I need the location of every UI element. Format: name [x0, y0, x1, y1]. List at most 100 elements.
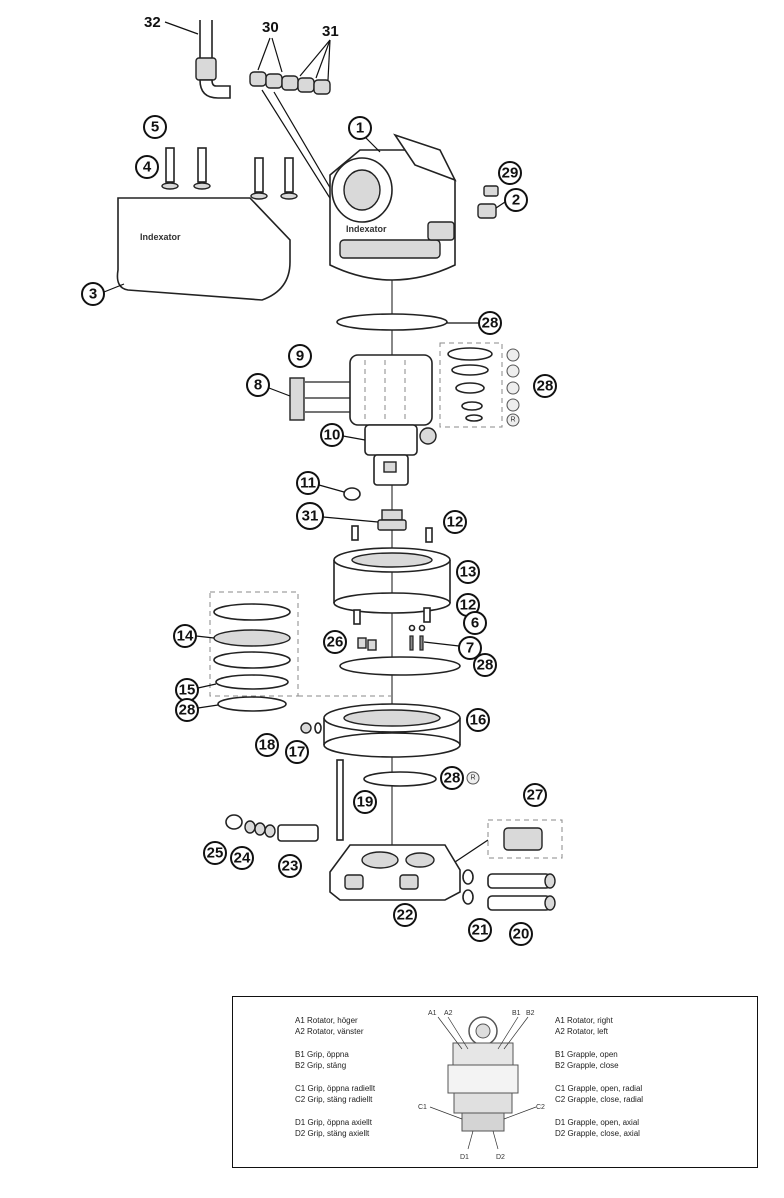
leader-7 — [423, 641, 460, 647]
plugs-26-part — [357, 637, 377, 651]
callout-27-circle — [523, 783, 547, 807]
callout-10-circle — [320, 423, 344, 447]
callout-13-circle — [456, 560, 480, 584]
bolts-part — [161, 147, 298, 200]
legend-group: C1 Grapple, open, radial C2 Grapple, clo… — [555, 1083, 643, 1105]
port-label-c1: C1 — [418, 1104, 427, 1111]
legend-line: D1 Grip, öppna axiellt — [295, 1118, 372, 1127]
callout-18: 18 — [259, 737, 276, 754]
callout-23: 23 — [282, 858, 299, 875]
oring-28-middle-part — [339, 656, 461, 676]
pins-6-7-part — [408, 624, 426, 651]
port-label-b2-top: B2 — [526, 1010, 535, 1017]
port-label-a1: A1 — [428, 1010, 437, 1017]
rotator-port-mini-diagram: A1 A2 B1 B2 C1 C2 D1 D2 — [418, 1010, 545, 1161]
legend-line: A1 Rotator, right — [555, 1016, 613, 1025]
callout-24: 24 — [234, 850, 251, 867]
cartridge-23-part — [225, 814, 319, 842]
callout-24-circle — [230, 846, 254, 870]
legend-line: B1 Grip, öppna — [295, 1050, 349, 1059]
legend-swedish: A1 Rotator, höger A2 Rotator, vänster B1… — [295, 1015, 375, 1151]
cover-part: Indexator — [116, 197, 291, 301]
callout-28-circle-4 — [175, 698, 199, 722]
washers-21-part — [462, 869, 474, 905]
callout-21: 21 — [472, 922, 489, 939]
callout-32: 32 — [144, 14, 161, 31]
rotator-housing-part: Indexator — [329, 133, 457, 281]
callout-31-lower: 31 — [302, 508, 319, 525]
legend-line: C2 Grapple, close, radial — [555, 1095, 644, 1104]
legend-line: C1 Grip, öppna radiellt — [295, 1084, 376, 1093]
callout-4: 4 — [143, 159, 152, 176]
legend-line: A2 Rotator, vänster — [295, 1027, 364, 1036]
callout-20: 20 — [513, 926, 530, 943]
badge-r-bottom-text: R — [470, 775, 475, 782]
callout-28-circle-5 — [440, 766, 464, 790]
callout-28-circle-3 — [473, 653, 497, 677]
oring-28-bottom-part — [363, 771, 437, 787]
plug-18-part — [300, 722, 312, 734]
leader-27 — [454, 839, 489, 863]
callout-23-circle — [278, 854, 302, 878]
callout-1-circle — [348, 116, 372, 140]
port-legend-box: A1 Rotator, höger A2 Rotator, vänster B1… — [232, 996, 758, 1168]
callout-5: 5 — [151, 119, 159, 136]
springs-9-part — [305, 381, 350, 413]
callout-26: 26 — [327, 634, 344, 651]
callout-16-circle — [466, 708, 490, 732]
callout-28-2: 28 — [537, 378, 554, 395]
callout-28-3: 28 — [477, 657, 494, 674]
legend-line: B2 Grip, stäng — [295, 1061, 347, 1070]
swivel-part — [349, 354, 437, 486]
port-label-d1: D1 — [460, 1154, 469, 1161]
callout-8: 8 — [254, 377, 262, 394]
nipple-31-part — [377, 509, 407, 531]
legend-group: A1 Rotator, right A2 Rotator, left — [555, 1015, 643, 1037]
fitting-27-box — [487, 819, 563, 859]
callout-9: 9 — [296, 348, 304, 365]
callout-10: 10 — [324, 427, 341, 444]
leader-15 — [197, 683, 217, 689]
plug-2-part — [477, 203, 497, 219]
leader-8 — [268, 387, 291, 397]
callout-7: 7 — [466, 640, 474, 657]
washer-11-part — [343, 487, 361, 501]
legend-line: A1 Rotator, höger — [295, 1016, 358, 1025]
callout-30: 30 — [262, 19, 279, 36]
leader-14 — [195, 635, 215, 639]
pin-19-part — [336, 759, 344, 841]
svg-text:R: R — [510, 417, 515, 424]
legend-line: D2 Grapple, close, axial — [555, 1129, 640, 1138]
cover-brand-label: Indexator — [140, 232, 181, 242]
callout-3: 3 — [89, 286, 97, 303]
callout-11: 11 — [300, 475, 316, 492]
callout-12-1: 12 — [447, 514, 464, 531]
callout-18-circle — [255, 733, 279, 757]
leader-31-lower — [322, 516, 379, 523]
legend-line: A2 Rotator, left — [555, 1027, 608, 1036]
leader-32 — [164, 21, 199, 35]
callout-25: 25 — [207, 845, 224, 862]
leader-1 — [365, 137, 381, 153]
callout-6: 6 — [471, 615, 479, 632]
legend-group: D1 Grip, öppna axiellt D2 Grip, stäng ax… — [295, 1117, 375, 1139]
port-label-a2: A2 — [444, 1010, 453, 1017]
callout-4-circle — [135, 155, 159, 179]
ring-16-part — [323, 703, 461, 758]
callout-29-circle — [498, 161, 522, 185]
pin-12-bottom-left-part — [353, 609, 361, 625]
legend-line: B2 Grapple, close — [555, 1061, 619, 1070]
port-label-d2: D2 — [496, 1154, 505, 1161]
seal-kit-badges: R — [506, 348, 520, 427]
seal-kit-box — [439, 342, 503, 428]
legend-group: A1 Rotator, höger A2 Rotator, vänster — [295, 1015, 375, 1037]
callout-27: 27 — [527, 787, 544, 804]
leader-31c — [327, 39, 331, 81]
legend-line: D1 Grapple, open, axial — [555, 1118, 640, 1127]
callout-3-circle — [81, 282, 105, 306]
callout-12-circle-1 — [443, 510, 467, 534]
callout-19: 19 — [357, 794, 374, 811]
callout-28-5: 28 — [444, 770, 461, 787]
legend-line: C1 Grapple, open, radial — [555, 1084, 643, 1093]
callout-22: 22 — [397, 907, 414, 924]
